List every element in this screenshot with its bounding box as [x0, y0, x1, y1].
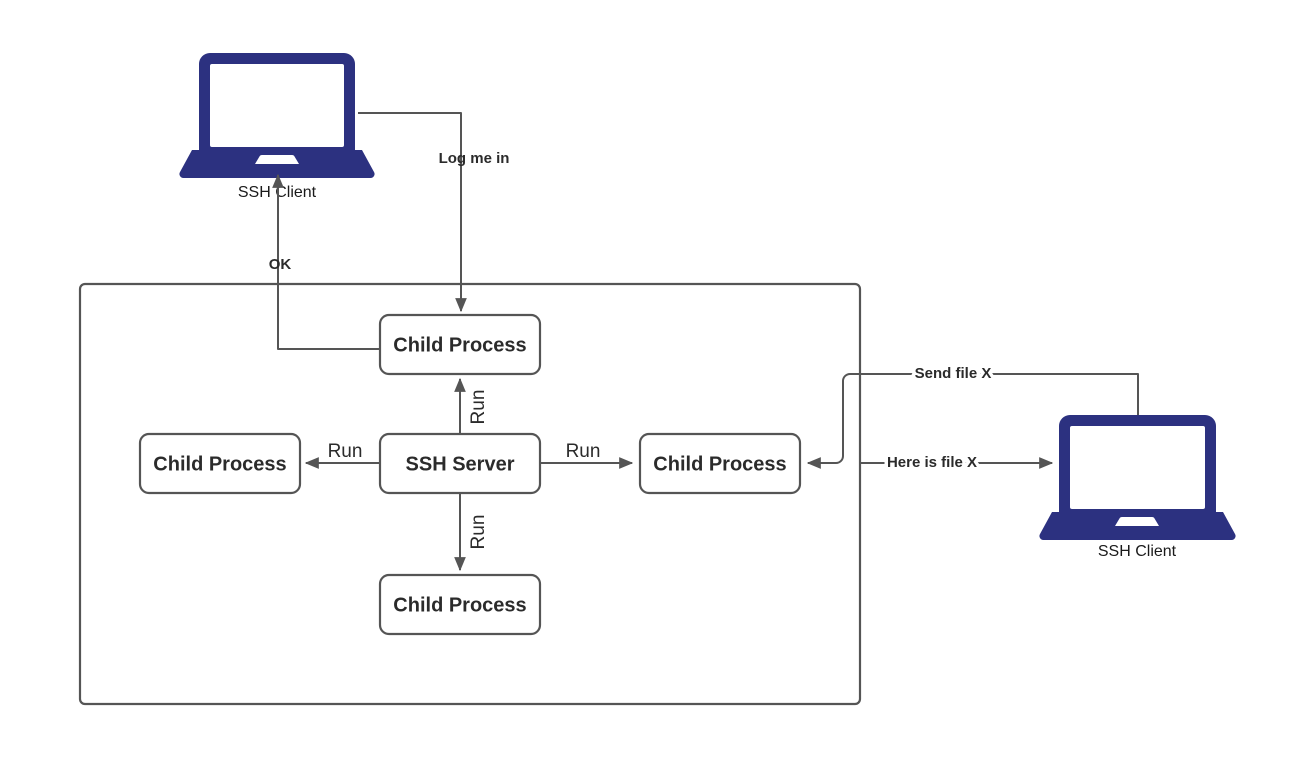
- edge-ok-label: OK: [269, 256, 292, 273]
- ssh-server-container: [78, 282, 862, 706]
- node-ssh-server[interactable]: SSH Server: [378, 432, 542, 495]
- node-child-process-left-label: Child Process: [153, 453, 286, 475]
- ssh-client-right-label: SSH Client: [1098, 543, 1177, 560]
- edge-log-me-in-label: Log me in: [439, 150, 510, 167]
- edge-log-me-in: [358, 112, 467, 313]
- node-child-process-bottom[interactable]: Child Process: [378, 573, 542, 636]
- edge-send-file-x: [806, 373, 1139, 469]
- node-child-process-top[interactable]: Child Process: [378, 313, 542, 376]
- laptop-icon-top: [179, 53, 375, 179]
- edge-run-bottom-label: Run: [468, 515, 489, 550]
- ssh-client-top: SSH Client: [179, 53, 375, 201]
- laptop-icon-right: [1039, 415, 1236, 541]
- node-child-process-left[interactable]: Child Process: [138, 432, 302, 495]
- node-child-process-right[interactable]: Child Process: [638, 432, 802, 495]
- node-child-process-bottom-label: Child Process: [393, 594, 526, 616]
- node-child-process-right-label: Child Process: [653, 453, 786, 475]
- edge-run-top-label: Run: [468, 390, 489, 425]
- edge-here-is-file-x-label: Here is file X: [887, 454, 977, 471]
- node-child-process-top-label: Child Process: [393, 334, 526, 356]
- node-ssh-server-label: SSH Server: [406, 453, 515, 475]
- edge-send-file-x-label: Send file X: [915, 365, 992, 382]
- edge-run-right-label: Run: [566, 441, 601, 462]
- edge-ok: [272, 173, 380, 350]
- ssh-client-right: SSH Client: [1039, 415, 1236, 560]
- edge-run-left-label: Run: [328, 441, 363, 462]
